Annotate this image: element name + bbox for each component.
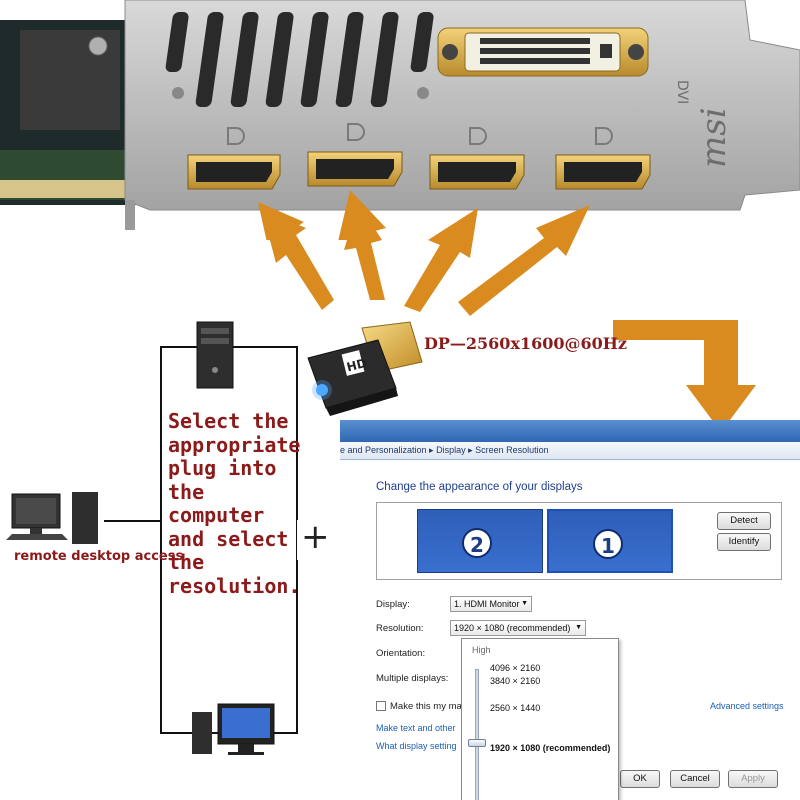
- orientation-label: Orientation:: [376, 648, 426, 659]
- monitor-number-2: 2: [462, 528, 492, 558]
- hdmi-dummy-plug: HD: [300, 318, 430, 418]
- address-breadcrumb[interactable]: e and Personalization ▸ Display ▸ Screen…: [340, 442, 800, 460]
- instruction-text: Select the appropriate plug into the com…: [168, 409, 301, 598]
- monitor-preview: 2 1: [376, 502, 782, 580]
- arrow-icon: [344, 203, 385, 300]
- monitor-number-1: 1: [593, 529, 623, 559]
- resolution-option[interactable]: 4096 × 2160: [490, 663, 541, 673]
- main-display-label: Make this my ma: [390, 701, 462, 712]
- display-label: Display:: [376, 599, 410, 610]
- window-title-bar: [340, 420, 800, 442]
- arrow-icon: [262, 210, 334, 310]
- display-settings-help-link[interactable]: What display setting: [376, 741, 457, 751]
- connector-spec-label: DP—2560x1600@60Hz: [424, 334, 627, 353]
- resolution-label: Resolution:: [376, 623, 424, 634]
- dongle-logo: HD: [345, 356, 368, 374]
- graphics-card: msi DVI: [0, 0, 800, 240]
- resolution-option[interactable]: 3840 × 2160: [490, 676, 541, 686]
- monitor-1-tile[interactable]: 1: [547, 509, 673, 573]
- resolution-dropdown: High 4096 × 2160 3840 × 2160 2560 × 1440…: [461, 638, 619, 800]
- connector-line: [104, 520, 162, 522]
- ok-button[interactable]: OK: [620, 770, 660, 788]
- resolution-slider-thumb[interactable]: [468, 739, 486, 747]
- panel-heading: Change the appearance of your displays: [376, 481, 583, 493]
- resolution-select[interactable]: 1920 × 1080 (recommended) ▼: [450, 620, 586, 636]
- main-display-checkbox[interactable]: [376, 701, 386, 711]
- desktop-computer-icon: [192, 703, 275, 755]
- resolution-option[interactable]: 2560 × 1440: [490, 703, 541, 713]
- dongle-illustration: HD: [307, 321, 423, 416]
- bent-arrow-icon: [613, 320, 756, 432]
- multiple-displays-label: Multiple displays:: [376, 673, 449, 684]
- display-value: 1. HDMI Monitor: [454, 599, 520, 609]
- computer-tower-icon: [196, 321, 234, 389]
- advanced-settings-link[interactable]: Advanced settings: [710, 701, 784, 711]
- display-select[interactable]: 1. HDMI Monitor▼: [450, 596, 532, 612]
- apply-button[interactable]: Apply: [728, 770, 778, 788]
- identify-button[interactable]: Identify: [717, 533, 771, 551]
- arrow-icon: [458, 205, 590, 316]
- remote-computer-icon: [6, 492, 98, 544]
- resolution-value: 1920 × 1080 (recommended): [454, 623, 571, 633]
- dvi-label: DVI: [674, 80, 690, 104]
- plus-sign: +: [301, 517, 330, 557]
- high-label: High: [472, 645, 491, 655]
- screen-resolution-window: e and Personalization ▸ Display ▸ Screen…: [340, 420, 800, 800]
- remote-access-label: remote desktop access: [14, 549, 184, 564]
- resolution-option-selected[interactable]: 1920 × 1080 (recommended): [490, 743, 611, 753]
- brand-mark: msi: [694, 107, 734, 168]
- arrow-icon: [404, 208, 478, 312]
- graphics-card-illustration: msi DVI: [0, 0, 800, 240]
- cancel-button[interactable]: Cancel: [670, 770, 720, 788]
- chevron-down-icon: ▼: [575, 624, 582, 631]
- monitor-2-tile[interactable]: 2: [417, 509, 543, 573]
- detect-button[interactable]: Detect: [717, 512, 771, 530]
- chevron-down-icon: ▼: [521, 600, 528, 607]
- resolution-slider-track[interactable]: [475, 669, 479, 800]
- make-text-larger-link[interactable]: Make text and other: [376, 723, 456, 733]
